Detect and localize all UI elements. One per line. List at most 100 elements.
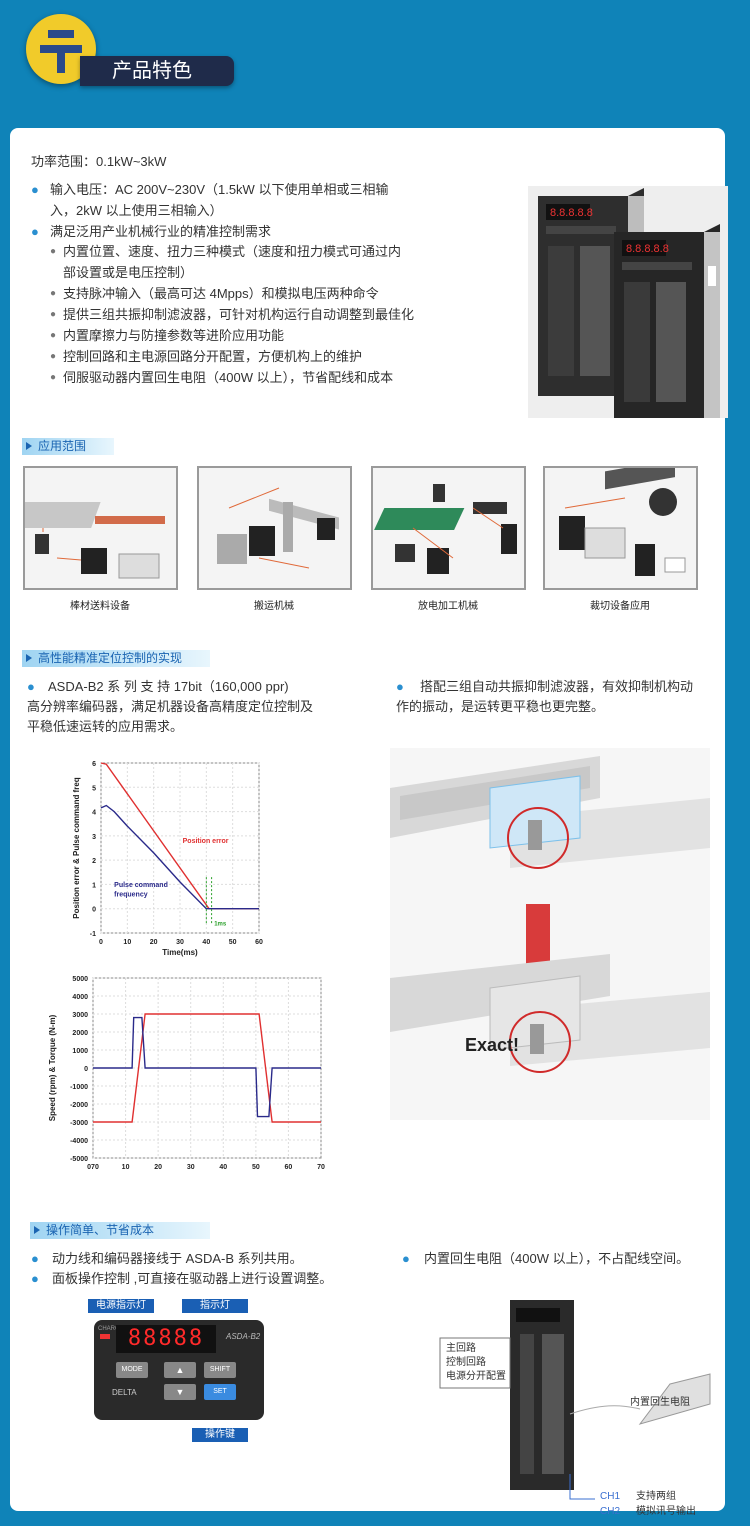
y-axis-label: Position error & Pulse command freq <box>72 777 81 918</box>
y-tick-label: 4 <box>92 810 96 817</box>
bullet-text: 输入电压：AC 200V~230V（1.5kW 以下使用单相或三相输 <box>50 182 389 197</box>
driver-wiring-image <box>439 1300 711 1500</box>
sub-bullet-text: 支持脉冲输入（最高可达 4Mpps）和模拟电压两种命令 <box>63 286 379 301</box>
application-image-bar-feeder <box>11 466 178 590</box>
bullet-text: 入，2kW 以上使用三相输入） <box>50 203 223 218</box>
annotation-frequency: frequency <box>114 892 148 899</box>
y-tick-label: 5000 <box>72 976 88 983</box>
precision-text: 搭配三组自动共振抑制滤波器，有效抑制机构动 <box>420 679 694 694</box>
power-led-icon <box>100 1334 110 1339</box>
application-image-handling <box>197 466 352 590</box>
sub-bullet-icon: ● <box>50 288 57 299</box>
y-tick-label: 1 <box>92 882 96 889</box>
y-tick-label: 1000 <box>72 1048 88 1055</box>
series-line <box>100 804 259 910</box>
sub-bullet-text: 部设置或是电压控制） <box>63 265 194 280</box>
operation-text: 动力线和编码器接线于 ASDA-B 系列共用。 <box>52 1251 303 1266</box>
bullet-icon: ● <box>31 1251 39 1266</box>
y-tick-label: 0 <box>92 907 96 914</box>
sub-bullet-icon: ● <box>50 246 57 257</box>
up-button[interactable]: ▲ <box>164 1362 196 1378</box>
model-label: ASDA-B2 <box>226 1332 261 1341</box>
sub-bullet-icon: ● <box>50 351 57 362</box>
set-button[interactable]: SET <box>204 1384 236 1400</box>
keys-label: 操作键 <box>192 1428 248 1442</box>
y-axis-label: Speed (rpm) & Torque (N-m) <box>48 1014 57 1121</box>
seven-segment-display: 88888 <box>116 1325 216 1353</box>
loop-label: 控制回路 <box>446 1357 486 1368</box>
x-tick-label: 10 <box>123 939 131 946</box>
bullet-icon: ● <box>402 1251 410 1266</box>
ch1-label: CH1 <box>600 1491 621 1502</box>
svg-text:8.8.8.8.8: 8.8.8.8.8 <box>626 243 669 255</box>
indicator-label: 指示灯 <box>182 1299 248 1313</box>
bullet-icon: ● <box>31 224 39 239</box>
y-tick-label: 6 <box>92 761 96 768</box>
y-tick-label: 0 <box>84 1066 88 1073</box>
sub-bullet-text: 控制回路和主电源回路分开配置，方便机构上的维护 <box>63 349 363 364</box>
bullet-icon: ● <box>31 1271 39 1286</box>
mode-button[interactable]: MODE <box>116 1362 148 1378</box>
power-range: 功率范围：0.1kW~3kW <box>31 154 167 169</box>
y-tick-label: -2000 <box>70 1102 88 1109</box>
x-tick-label: 60 <box>285 1164 293 1171</box>
svg-text:8.8.8.8.8: 8.8.8.8.8 <box>550 207 593 219</box>
ch2-label: CH2 <box>600 1506 621 1517</box>
x-tick-label: 30 <box>176 939 184 946</box>
x-tick-label: 0 <box>99 939 103 946</box>
x-tick-label: 20 <box>150 939 158 946</box>
application-caption: 裁切设备应用 <box>590 601 650 612</box>
y-tick-label: -5000 <box>70 1156 88 1163</box>
x-tick-label: 60 <box>255 939 263 946</box>
y-tick-label: 4000 <box>72 994 88 1001</box>
servo-drive-image: 8.8.8.8.8 8.8.8.8.8 <box>528 186 728 418</box>
y-tick-label: 3 <box>92 834 96 841</box>
power-led-label: 电源指示灯 <box>88 1299 154 1313</box>
shift-button[interactable]: SHIFT <box>204 1362 236 1378</box>
precision-text: 平稳低速运转的应用需求。 <box>27 719 184 734</box>
exact-label: Exact! <box>465 1035 519 1055</box>
section-operation-title: 操作简单、节省成本 <box>30 1222 210 1239</box>
bullet-text: 满足泛用产业机械行业的精准控制需求 <box>50 224 272 239</box>
section-application-title: 应用范围 <box>22 438 114 455</box>
precision-text: 高分辨率编码器，满足机器设备高精度定位控制及 <box>27 699 314 714</box>
x-tick-label: 070 <box>87 1164 99 1171</box>
y-tick-label: 5 <box>92 785 96 792</box>
page-title: 产品特色 <box>80 56 234 86</box>
sub-bullet-icon: ● <box>50 330 57 341</box>
operation-text: 面板操作控制 ,可直接在驱动器上进行设置调整。 <box>52 1271 333 1286</box>
annotation-pulse-command: Pulse command <box>114 882 168 889</box>
delta-logo: DELTA <box>112 1388 137 1397</box>
y-tick-label: -4000 <box>70 1138 88 1145</box>
sub-bullet-text: 提供三组共振抑制滤波器，可针对机构运行自动调整到最佳化 <box>63 307 415 322</box>
bullet-icon: ● <box>27 679 35 694</box>
application-caption: 搬运机械 <box>254 601 294 612</box>
header: 产品特色 <box>0 0 750 120</box>
series-line <box>93 1013 321 1123</box>
sub-bullet-icon: ● <box>50 372 57 383</box>
resonance-suppression-image: Exact! <box>390 748 710 1120</box>
y-tick-label: -1 <box>90 931 96 938</box>
x-tick-label: 50 <box>229 939 237 946</box>
sub-bullet-icon: ● <box>50 309 57 320</box>
application-caption: 放电加工机械 <box>418 601 478 612</box>
bullet-icon: ● <box>396 679 404 694</box>
annotation-1ms: 1ms <box>214 922 227 928</box>
precision-text: ASDA-B2 系 列 支 持 17bit（160,000 ppr) <box>48 679 289 694</box>
ch-desc: 支持两组 <box>636 1491 676 1502</box>
brand-logo-icon <box>26 14 96 84</box>
ch-desc: 模拟讯号输出 <box>636 1506 696 1517</box>
x-tick-label: 30 <box>187 1164 195 1171</box>
operation-text: 内置回生电阻（400W 以上），不占配线空间。 <box>424 1251 690 1266</box>
loop-label: 主回路 <box>446 1343 476 1354</box>
x-tick-label: 70 <box>317 1164 325 1171</box>
keypad-panel: CHARGE 88888 ASDA-B2 MODE ▲ SHIFT ▼ SET … <box>94 1320 264 1420</box>
down-button[interactable]: ▼ <box>164 1384 196 1400</box>
x-tick-label: 40 <box>202 939 210 946</box>
application-caption: 棒材送料设备 <box>70 601 130 612</box>
y-tick-label: 3000 <box>72 1012 88 1019</box>
sub-bullet-text: 伺服驱动器内置回生电阻（400W 以上），节省配线和成本 <box>63 370 394 385</box>
annotation-position-error: Position error <box>183 838 229 845</box>
section-precision-title: 高性能精准定位控制的实现 <box>22 650 210 667</box>
